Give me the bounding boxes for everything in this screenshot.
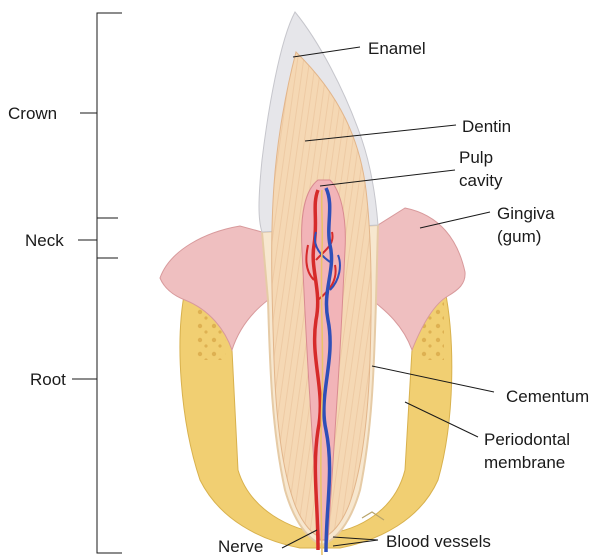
- region-bracket: [72, 13, 122, 553]
- region-label-crown: Crown: [8, 104, 57, 123]
- label-blood-vessels: Blood vessels: [386, 532, 491, 551]
- region-label-root: Root: [30, 370, 66, 389]
- label-pulp-line2: cavity: [459, 171, 503, 190]
- region-label-neck: Neck: [25, 231, 64, 250]
- label-periodontal-line2: membrane: [484, 453, 565, 472]
- tooth-illustration: [160, 12, 465, 555]
- label-cementum: Cementum: [506, 387, 589, 406]
- label-periodontal-line1: Periodontal: [484, 430, 570, 449]
- label-dentin: Dentin: [462, 117, 511, 136]
- label-gingiva-line2: (gum): [497, 227, 541, 246]
- gingiva-right: [372, 208, 465, 350]
- label-enamel: Enamel: [368, 39, 426, 58]
- label-nerve: Nerve: [218, 537, 263, 556]
- label-gingiva-line1: Gingiva: [497, 204, 555, 223]
- label-pulp-line1: Pulp: [459, 148, 493, 167]
